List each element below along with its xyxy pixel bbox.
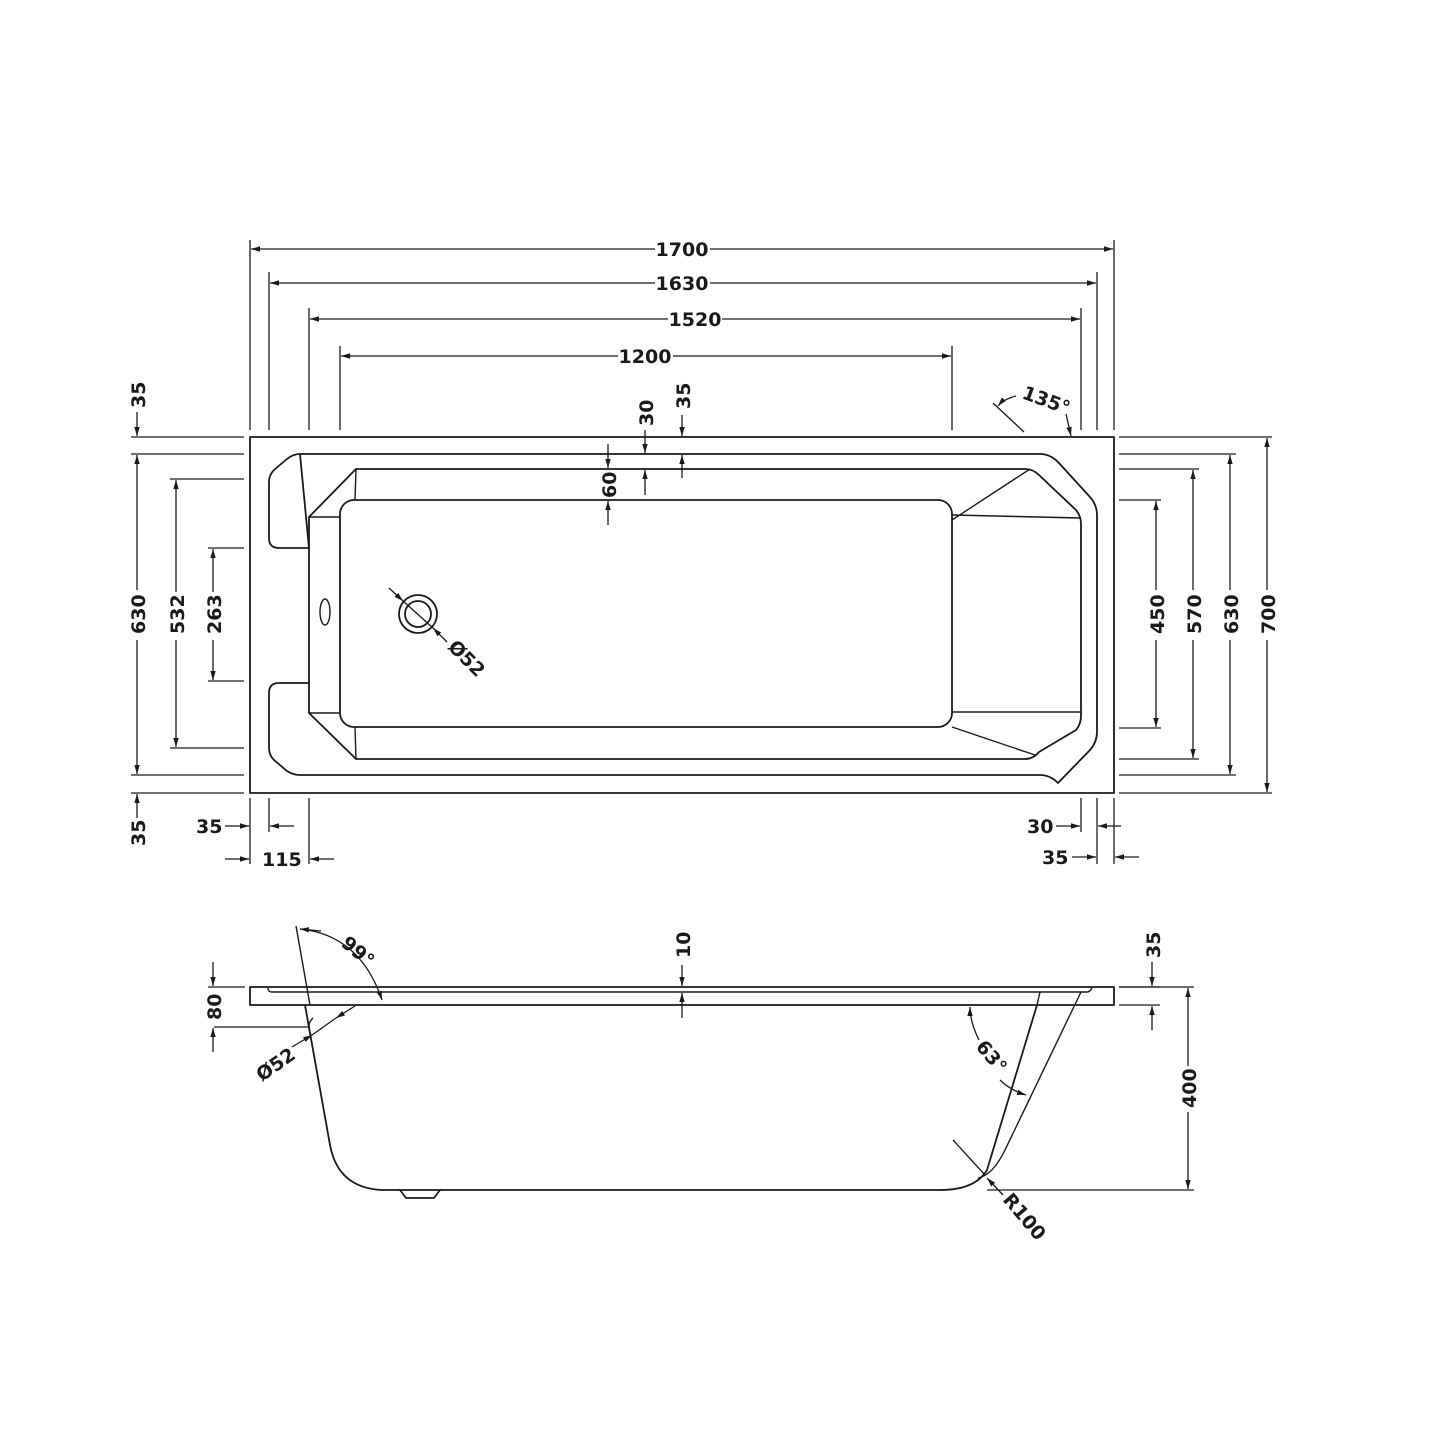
left-bottom-rim-label: 35 [128, 820, 150, 846]
top-width-dimensions: 1700 1630 1520 1200 [249, 239, 1115, 430]
floor-offset-label: 60 [599, 472, 621, 498]
rim-lip-label: 10 [673, 932, 695, 958]
bottom-right-rim-label: 35 [1042, 847, 1068, 869]
width-bath-inner-label: 1520 [669, 309, 722, 331]
bottom-right-dimensions: 30 35 [1027, 798, 1139, 869]
rim-thickness-label: 35 [1143, 932, 1165, 958]
corner-angle-dimension: 135° [992, 382, 1073, 437]
overflow-diameter-label: Ø52 [252, 1044, 300, 1086]
left-inner-rim-label: 630 [128, 594, 150, 634]
bottom-left-end-label: 115 [262, 849, 302, 871]
waste-inner-ring [404, 600, 432, 628]
end-angle-label: 99° [337, 932, 379, 972]
plan-bath-inner-outline [308, 468, 1082, 760]
step-label: 30 [636, 400, 658, 426]
depth-label: 400 [1179, 1068, 1201, 1108]
bottom-left-rim-label: 35 [196, 816, 222, 838]
width-floor-label: 1200 [619, 346, 672, 368]
rim-top-label: 35 [673, 383, 695, 409]
bottom-left-dimensions: 35 115 [196, 798, 334, 871]
right-inner-rim-label: 630 [1221, 594, 1243, 634]
side-bath-body [304, 1004, 1038, 1191]
plan-rim-inner-outline [268, 453, 1098, 784]
bottom-right-step-label: 30 [1027, 816, 1053, 838]
plan-view: Ø52 1700 1630 1520 1200 [128, 239, 1280, 871]
right-height-dimensions: 450 570 630 700 [1119, 436, 1280, 794]
plan-floor-outline [339, 499, 953, 728]
left-height-dimensions: 35 630 532 263 35 [128, 382, 244, 846]
side-view: 99° 10 80 Ø52 35 400 63° R100 [204, 925, 1201, 1245]
waste-diameter-label: Ø52 [443, 636, 489, 682]
width-overall-label: 1700 [656, 239, 709, 261]
overflow-hole [319, 598, 331, 626]
waste-outer-ring [398, 594, 438, 634]
top-small-dimensions: 60 30 35 [599, 383, 695, 525]
right-overall-label: 700 [1258, 594, 1280, 634]
width-inner-rim-label: 1630 [656, 273, 709, 295]
corner-radius-label: R100 [998, 1189, 1050, 1245]
right-floor-width-label: 450 [1147, 594, 1169, 634]
side-overflow [308, 1017, 314, 1036]
corner-angle-label: 135° [1019, 382, 1073, 419]
left-top-rim-label: 35 [128, 382, 150, 408]
left-end-flat-label: 263 [204, 594, 226, 634]
side-foot [399, 1189, 441, 1199]
plan-outer-outline [249, 436, 1115, 794]
overflow-height-label: 80 [204, 994, 226, 1020]
right-bath-inner-label: 570 [1184, 594, 1206, 634]
slope-angle-label: 63° [971, 1036, 1011, 1078]
left-bath-inner-label: 532 [167, 594, 189, 634]
